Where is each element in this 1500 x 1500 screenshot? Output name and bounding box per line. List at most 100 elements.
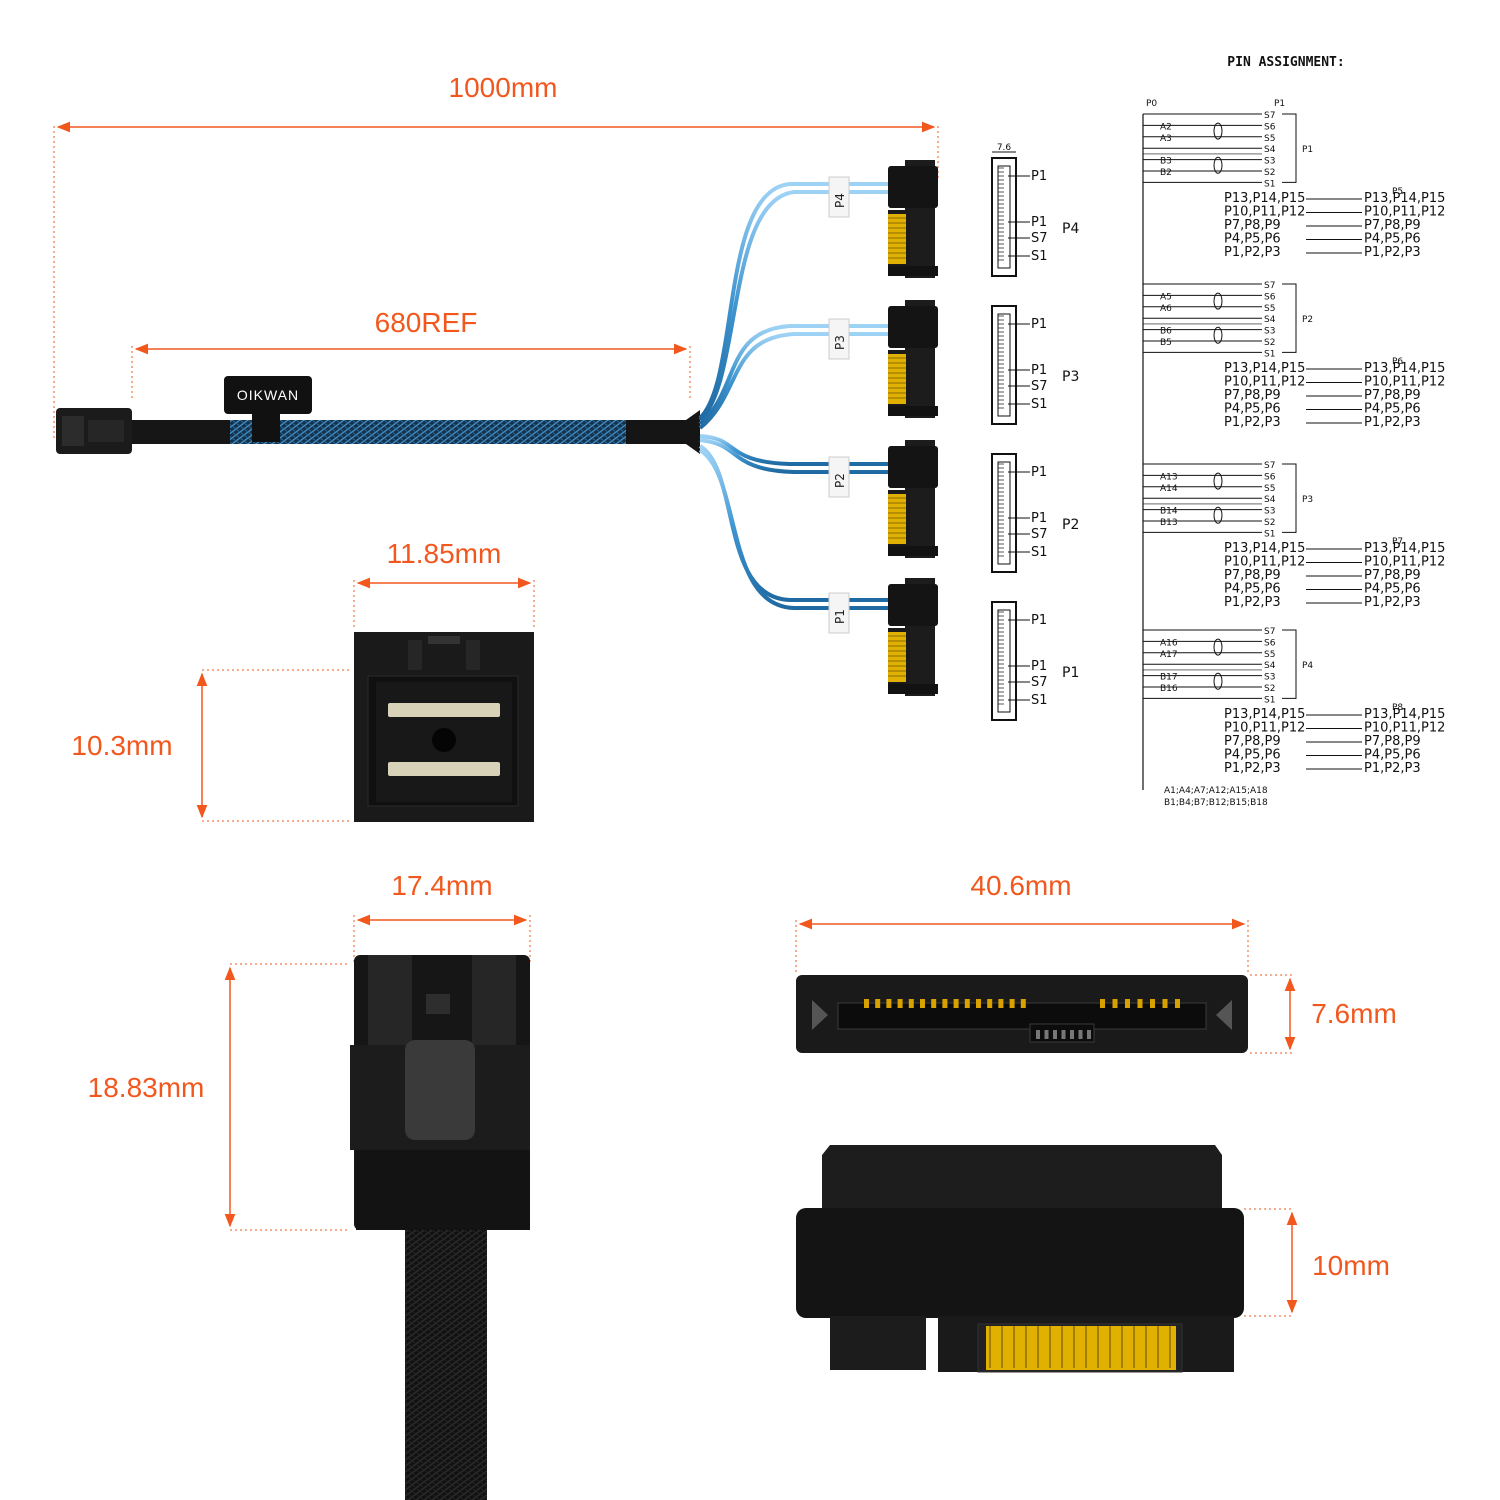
power-pin-right: P1,P2,P3 bbox=[1364, 761, 1421, 776]
schematic-pin-label: S7 bbox=[1031, 379, 1048, 394]
port-label: P4 bbox=[1302, 661, 1313, 671]
sata-connector-2 bbox=[888, 440, 938, 558]
schematic-port-label: P1 bbox=[1062, 665, 1079, 681]
power-port-label: P7 bbox=[1392, 537, 1403, 547]
pair-b-label: B3 bbox=[1160, 157, 1172, 167]
pin-assignment: PIN ASSIGNMENT: P0 S7S6S5S4S3S2S1P1P1A2A… bbox=[1142, 55, 1445, 808]
cable-overview: 1000mm 680REF OIKWAN bbox=[53, 72, 1079, 721]
signal-pin-label: S1 bbox=[1264, 529, 1275, 539]
port-header-label: P1 bbox=[1274, 99, 1285, 109]
brand-name: OIKWAN bbox=[237, 387, 299, 403]
sata-top-shell bbox=[822, 1145, 1222, 1210]
pair-b-label: B5 bbox=[1160, 338, 1172, 348]
signal-pin-label: S1 bbox=[1264, 349, 1275, 359]
schematic-pin-label: S1 bbox=[1031, 545, 1048, 560]
power-pin-right: P13,P14,P15 bbox=[1364, 541, 1445, 556]
power-pin-right: P1,P2,P3 bbox=[1364, 415, 1421, 430]
minisas-key-hole bbox=[432, 728, 456, 752]
port-label: P1 bbox=[1302, 145, 1313, 155]
dim-total-length: 1000mm bbox=[449, 72, 558, 103]
signal-pin-label: S4 bbox=[1264, 661, 1276, 671]
dim-ref-length: 680REF bbox=[375, 307, 478, 338]
schematic-port-label: P2 bbox=[1062, 517, 1079, 533]
signal-pin-label: S6 bbox=[1264, 122, 1276, 132]
power-pin-left: P1,P2,P3 bbox=[1224, 415, 1281, 430]
schematic-port-label: P3 bbox=[1062, 369, 1079, 385]
schematic-pin-label: S1 bbox=[1031, 693, 1048, 708]
pair-b-label: B14 bbox=[1160, 507, 1178, 517]
signal-pin-label: S7 bbox=[1264, 111, 1275, 121]
sata-connectors bbox=[888, 160, 938, 696]
cable-heatshrink bbox=[626, 420, 686, 444]
sata-side-wires bbox=[876, 1370, 912, 1500]
pair-a-label: A6 bbox=[1160, 304, 1172, 314]
signal-pin-label: S5 bbox=[1264, 134, 1275, 144]
signal-pin-label: S1 bbox=[1264, 695, 1275, 705]
power-pin-right: P7,P8,P9 bbox=[1364, 568, 1421, 583]
signal-pin-label: S3 bbox=[1264, 507, 1275, 517]
schematic-pin-label: P1 bbox=[1031, 465, 1047, 480]
schematic-pin-label: P1 bbox=[1031, 317, 1047, 332]
minisas-front-view: 11.85mm 10.3mm bbox=[71, 538, 535, 822]
pair-a-label: A2 bbox=[1160, 122, 1172, 132]
pair-a-label: A5 bbox=[1160, 292, 1172, 302]
port-label: P2 bbox=[1302, 315, 1313, 325]
power-pin-right: P7,P8,P9 bbox=[1364, 218, 1421, 233]
mini-schematic: 7.6 P1P1S7S1P4P1P1S7S1P3P1P1S7S1P2P1P1S7… bbox=[991, 143, 1079, 721]
signal-pin-label: S2 bbox=[1264, 518, 1275, 528]
sata-overmold bbox=[796, 1208, 1244, 1318]
dim-minisas-height: 10.3mm bbox=[71, 730, 172, 761]
schematic-pin-label: P1 bbox=[1031, 659, 1047, 674]
signal-pin-label: S7 bbox=[1264, 461, 1275, 471]
minisas-connector-side bbox=[56, 408, 232, 454]
signal-pin-label: S2 bbox=[1264, 168, 1275, 178]
pair-b-label: B16 bbox=[1160, 684, 1178, 694]
schematic-pin-label: P1 bbox=[1031, 511, 1047, 526]
signal-pin-label: S5 bbox=[1264, 650, 1275, 660]
pair-a-label: A14 bbox=[1160, 484, 1178, 494]
pair-a-label: A17 bbox=[1160, 650, 1178, 660]
wire-tag-p3: P3 bbox=[833, 335, 847, 350]
power-pin-right: P13,P14,P15 bbox=[1364, 361, 1445, 376]
power-pin-left: P10,P11,P12 bbox=[1224, 555, 1305, 570]
schematic-pin-label: P1 bbox=[1031, 215, 1047, 230]
schematic-pin-label: P1 bbox=[1031, 363, 1047, 378]
dim-plug-width: 17.4mm bbox=[391, 870, 492, 901]
dim-sata-thickness: 7.6mm bbox=[1311, 998, 1397, 1029]
plug-cable bbox=[405, 1230, 487, 1500]
pin-assignment-title: PIN ASSIGNMENT: bbox=[1227, 55, 1344, 70]
power-pin-right: P7,P8,P9 bbox=[1364, 388, 1421, 403]
power-pin-right: P4,P5,P6 bbox=[1364, 232, 1421, 247]
schematic-pin-label: S7 bbox=[1031, 527, 1048, 542]
wire-tag-p4: P4 bbox=[833, 193, 847, 208]
signal-pin-label: S6 bbox=[1264, 292, 1276, 302]
power-pin-right: P13,P14,P15 bbox=[1364, 191, 1445, 206]
schematic-pin-label: S1 bbox=[1031, 397, 1048, 412]
power-pin-left: P13,P14,P15 bbox=[1224, 361, 1305, 376]
power-pin-right: P1,P2,P3 bbox=[1364, 595, 1421, 610]
dim-minisas-width: 11.85mm bbox=[387, 538, 502, 569]
power-pin-right: P1,P2,P3 bbox=[1364, 245, 1421, 260]
dim-plug-height: 18.83mm bbox=[88, 1072, 205, 1103]
wire-tags: P4 P3 P2 P1 bbox=[828, 176, 850, 634]
wire-tag-p2: P2 bbox=[833, 473, 847, 488]
power-pin-left: P7,P8,P9 bbox=[1224, 388, 1281, 403]
braided-cable bbox=[230, 420, 630, 444]
power-pin-right: P10,P11,P12 bbox=[1364, 555, 1445, 570]
signal-pin-label: S6 bbox=[1264, 638, 1276, 648]
power-pin-left: P7,P8,P9 bbox=[1224, 568, 1281, 583]
power-pin-right: P13,P14,P15 bbox=[1364, 707, 1445, 722]
pair-a-label: A3 bbox=[1160, 134, 1172, 144]
schematic-pin-label: P1 bbox=[1031, 613, 1047, 628]
signal-pin-label: S2 bbox=[1264, 684, 1275, 694]
power-pin-right: P10,P11,P12 bbox=[1364, 375, 1445, 390]
pin-p0-label: P0 bbox=[1146, 99, 1157, 109]
port-label: P3 bbox=[1302, 495, 1313, 505]
power-pin-left: P10,P11,P12 bbox=[1224, 205, 1305, 220]
power-pin-left: P4,P5,P6 bbox=[1224, 402, 1281, 417]
minisas-contact-top bbox=[388, 703, 500, 717]
pair-b-label: B17 bbox=[1160, 673, 1178, 683]
